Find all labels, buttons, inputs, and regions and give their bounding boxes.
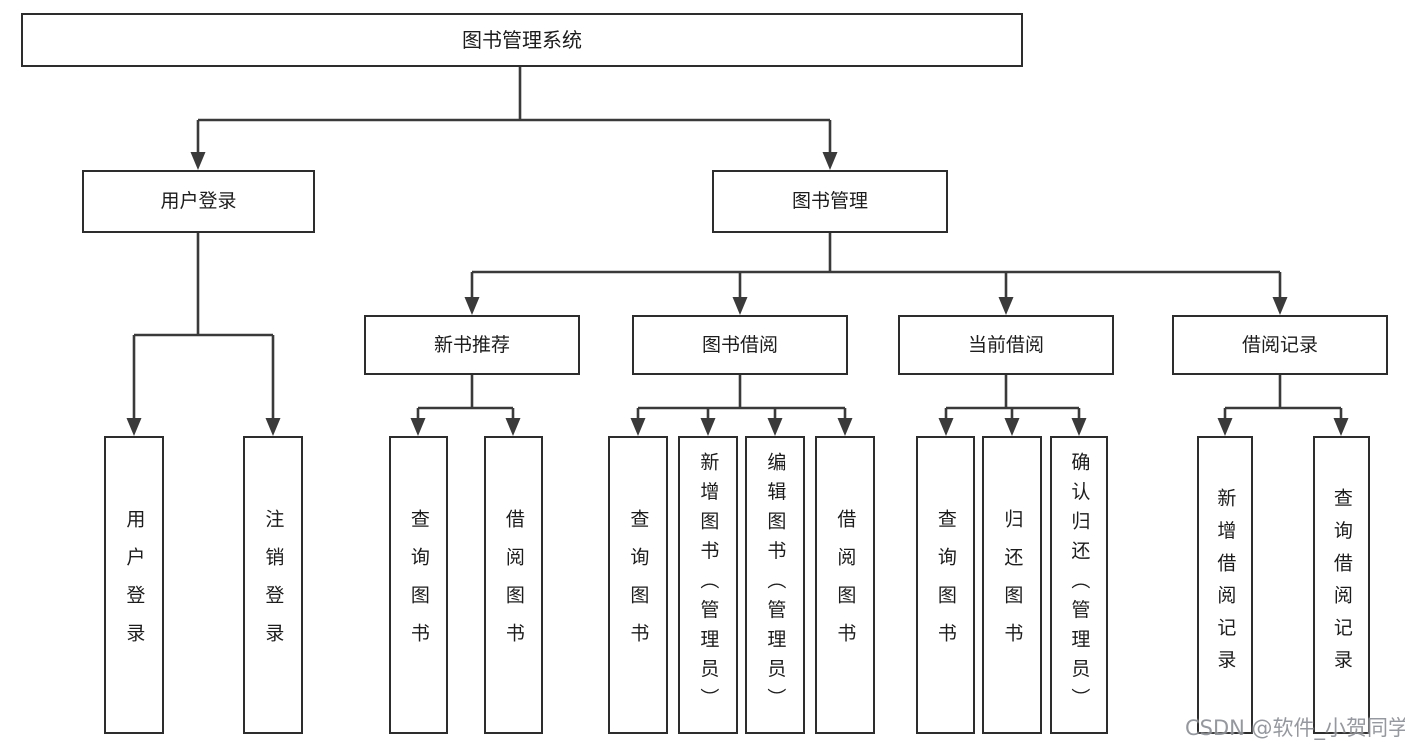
branch-borrowing-records-lines	[1223, 375, 1343, 422]
branch-current-borrowing-lines	[944, 375, 1081, 422]
arrowhead-icon	[1272, 297, 1288, 315]
arrowhead-icon	[265, 418, 281, 436]
branch-new-book-lines	[416, 375, 515, 422]
arrowhead-icon	[837, 418, 853, 436]
branch-user-login	[126, 233, 281, 436]
leaf-query-books-current: 查询图书	[916, 436, 975, 734]
leaf-add-book-admin: 新增图书（管理员）	[678, 436, 738, 734]
arrowhead-icon	[1217, 418, 1233, 436]
leaf-add-borrow-record: 新增借阅记录	[1197, 436, 1253, 734]
leaf-edit-book-admin: 编辑图书（管理员）	[745, 436, 805, 734]
arrowhead-icon	[732, 297, 748, 315]
node-borrowing-records: 借阅记录	[1172, 315, 1388, 375]
branch-book-management	[464, 233, 1288, 315]
arrowhead-icon	[1333, 418, 1349, 436]
branch-new-book-recommendation	[410, 375, 521, 436]
node-root: 图书管理系统	[21, 13, 1023, 67]
arrowhead-icon	[767, 418, 783, 436]
arrowhead-icon	[998, 297, 1014, 315]
arrowhead-icon	[410, 418, 426, 436]
leaf-logout: 注销登录	[243, 436, 303, 734]
leaf-query-books-borrowing: 查询图书	[608, 436, 668, 734]
branch-borrowing-records	[1217, 375, 1349, 436]
node-user-login: 用户登录	[82, 170, 315, 233]
arrowhead-icon	[190, 152, 206, 170]
arrowhead-icon	[505, 418, 521, 436]
arrowhead-icon	[1071, 418, 1087, 436]
branch-book-management-lines	[470, 233, 1282, 299]
watermark: CSDN @软件_小贺同学	[1185, 716, 1405, 740]
arrowhead-icon	[1004, 418, 1020, 436]
arrowhead-icon	[126, 418, 142, 436]
branch-book-borrowing-lines	[636, 375, 847, 422]
branch-root	[190, 67, 838, 170]
leaf-borrow-books-recommend: 借阅图书	[484, 436, 543, 734]
node-new-book-recommendation: 新书推荐	[364, 315, 580, 375]
leaf-confirm-return-admin: 确认归还（管理员）	[1050, 436, 1108, 734]
leaf-return-books: 归还图书	[982, 436, 1042, 734]
arrowhead-icon	[700, 418, 716, 436]
arrowhead-icon	[464, 297, 480, 315]
node-current-borrowing: 当前借阅	[898, 315, 1114, 375]
leaf-query-books-recommend: 查询图书	[389, 436, 448, 734]
node-book-management: 图书管理	[712, 170, 948, 233]
branch-book-borrowing	[630, 375, 853, 436]
arrowhead-icon	[822, 152, 838, 170]
branch-current-borrowing	[938, 375, 1087, 436]
leaf-borrow-books-borrowing: 借阅图书	[815, 436, 875, 734]
leaf-query-borrow-record: 查询借阅记录	[1313, 436, 1370, 734]
leaf-user-login: 用户登录	[104, 436, 164, 734]
branch-root-lines	[196, 67, 832, 154]
branch-user-login-lines	[132, 233, 275, 420]
arrowhead-icon	[630, 418, 646, 436]
node-book-borrowing: 图书借阅	[632, 315, 848, 375]
arrowhead-icon	[938, 418, 954, 436]
